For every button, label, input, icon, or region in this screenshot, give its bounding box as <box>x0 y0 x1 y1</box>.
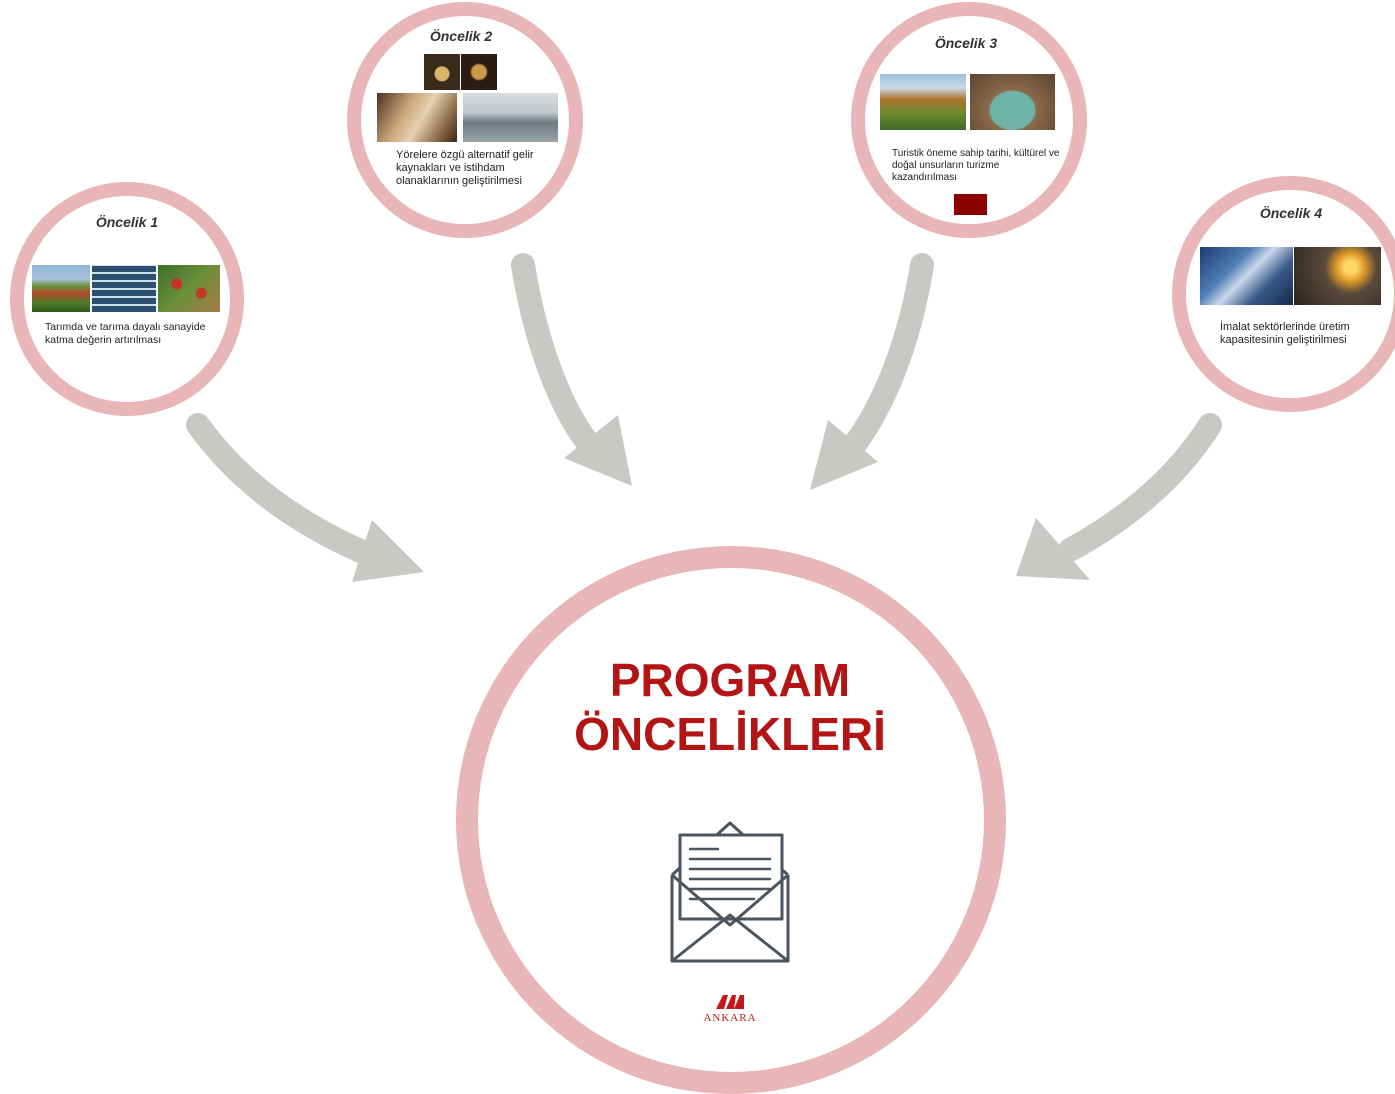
priority-1-photo-tomatoes <box>158 265 220 312</box>
priority-2-photo-craftsman <box>377 93 457 142</box>
arrow-1 <box>186 413 384 568</box>
priority-3-title: Öncelik 3 <box>934 35 998 51</box>
priority-2-description: Yörelere özgü alternatif gelir kaynaklar… <box>396 149 534 187</box>
priority-1-photo-harvest <box>32 265 90 312</box>
arrow-head-2 <box>564 415 632 486</box>
arrow-head-3 <box>810 420 878 490</box>
arrow-head-1 <box>352 520 424 582</box>
ankara-logo-text: ANKARA <box>703 1012 757 1024</box>
priority-1-title: Öncelik 1 <box>95 214 159 230</box>
priority-1-description: Tarımda ve tarıma dayalı sanayide katma … <box>45 321 206 346</box>
priority-2-title: Öncelik 2 <box>429 28 493 44</box>
envelope-document-icon <box>670 821 790 963</box>
priority-1-photo-greenhouse <box>92 265 156 312</box>
priority-3-description: Turistik öneme sahip tarihi, kültürel ve… <box>892 148 1060 183</box>
arrow-head-4 <box>1016 518 1090 580</box>
priority-4-photo-grinding-sparks <box>1294 247 1381 305</box>
main-title-line-2: ÖNCELİKLERİ <box>574 708 886 760</box>
priority-4-description: İmalat sektörlerinde üretim kapasitesini… <box>1220 321 1350 346</box>
arrow-4 <box>1058 413 1222 562</box>
priority-3-accent-square <box>954 194 987 215</box>
priority-3-photo-thermal-bath <box>970 74 1055 130</box>
priority-4-title: Öncelik 4 <box>1259 205 1323 221</box>
priority-2-photo-workshop <box>463 93 558 142</box>
priority-2-photo-jewelry-1 <box>424 54 460 90</box>
ankara-logo-mark-icon <box>716 995 744 1009</box>
main-title-line-1: PROGRAM <box>609 654 851 706</box>
priority-3-photo-landscape <box>880 74 966 130</box>
arrow-3 <box>840 253 934 460</box>
priority-2-photo-jewelry-2 <box>461 54 497 90</box>
arrow-2 <box>511 253 604 460</box>
priority-4-photo-welding <box>1200 247 1293 305</box>
